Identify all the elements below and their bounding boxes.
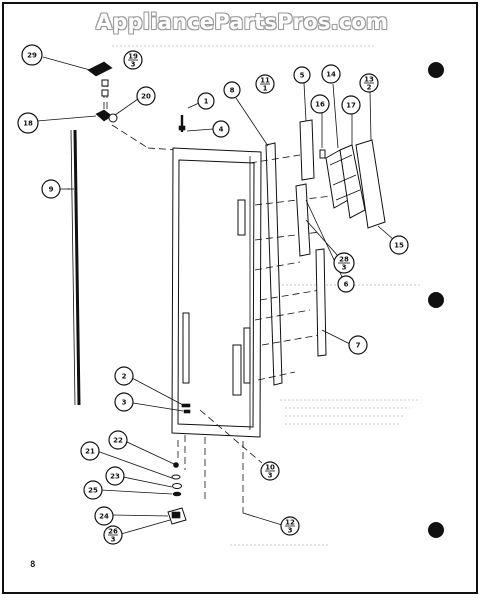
svg-text:28: 28 (339, 256, 349, 264)
bottom-hinge-assembly (96, 377, 283, 535)
svg-text:14: 14 (326, 71, 336, 79)
page-number: 8 (30, 560, 36, 570)
svg-text:3: 3 (268, 472, 273, 480)
callout-23: 23 (105, 466, 125, 486)
svg-text:7: 7 (356, 342, 361, 350)
trim-strip (315, 248, 351, 357)
callout-20: 20 (136, 86, 156, 106)
svg-text:3: 3 (122, 399, 127, 407)
callout-24: 24 (94, 506, 114, 526)
callout-22: 22 (108, 430, 128, 450)
callout-26: 263 (103, 525, 123, 545)
svg-text:3: 3 (131, 61, 136, 69)
callout-19: 193 (123, 50, 143, 70)
svg-text:21: 21 (85, 448, 95, 456)
callout-3: 3 (114, 392, 134, 412)
svg-text:18: 18 (23, 120, 33, 128)
top-hinge-assembly (36, 56, 181, 151)
callout-4: 4 (212, 120, 230, 138)
svg-text:11: 11 (260, 77, 270, 85)
watermark-text: AppliancePartsPros.com (95, 10, 389, 34)
svg-text:19: 19 (128, 53, 138, 61)
door-screw (178, 102, 214, 132)
svg-text:3: 3 (111, 536, 116, 544)
callout-16: 16 (310, 94, 330, 114)
callout-14: 14 (321, 64, 341, 84)
callout-10: 103 (260, 461, 280, 481)
shelf-parts (299, 82, 395, 241)
svg-text:6: 6 (344, 281, 349, 289)
faint-header-text (112, 45, 420, 546)
door-panel (171, 147, 262, 438)
registration-dot-middle (428, 292, 444, 308)
svg-text:17: 17 (346, 102, 356, 110)
svg-text:9: 9 (49, 186, 54, 194)
callout-9: 9 (41, 179, 61, 199)
svg-text:25: 25 (88, 487, 98, 495)
callout-1: 1 (197, 92, 215, 110)
callout-8: 8 (223, 81, 241, 99)
svg-text:22: 22 (113, 437, 123, 445)
callout-29: 29 (21, 44, 43, 66)
svg-text:3: 3 (288, 527, 293, 535)
svg-text:3: 3 (342, 264, 347, 272)
callout-21: 21 (80, 441, 100, 461)
callout-7: 7 (348, 335, 368, 355)
callout-12: 123 (280, 516, 300, 536)
registration-dot-bottom (428, 522, 444, 538)
callout-6: 6 (337, 275, 355, 293)
svg-text:13: 13 (364, 76, 374, 84)
svg-text:15: 15 (394, 242, 404, 250)
gasket-strip (70, 129, 81, 406)
svg-text:2: 2 (367, 84, 372, 92)
callout-13: 132 (359, 73, 379, 93)
svg-text:29: 29 (27, 52, 37, 60)
registration-dot-top (428, 62, 444, 78)
svg-text:16: 16 (315, 101, 325, 109)
callout-17: 17 (341, 95, 361, 115)
callout-5: 5 (293, 66, 311, 84)
svg-text:24: 24 (99, 513, 109, 521)
svg-text:20: 20 (141, 93, 151, 101)
svg-text:10: 10 (265, 464, 275, 472)
alignment-lines (184, 154, 341, 513)
svg-text:5: 5 (300, 72, 305, 80)
svg-text:12: 12 (285, 519, 295, 527)
callout-25: 25 (83, 480, 103, 500)
svg-text:1: 1 (204, 98, 209, 106)
svg-text:8: 8 (230, 87, 235, 95)
svg-text:26: 26 (108, 528, 118, 536)
callout-28: 283 (333, 252, 355, 274)
page-border (2, 2, 478, 594)
callout-18: 18 (17, 112, 39, 134)
svg-text:2: 2 (122, 373, 127, 381)
callout-15: 15 (389, 235, 409, 255)
door-bracket (295, 183, 344, 280)
svg-text:23: 23 (110, 473, 120, 481)
svg-text:4: 4 (219, 126, 224, 134)
svg-text:1: 1 (263, 85, 268, 93)
callout-2: 2 (114, 366, 134, 386)
callout-11: 111 (255, 74, 275, 94)
